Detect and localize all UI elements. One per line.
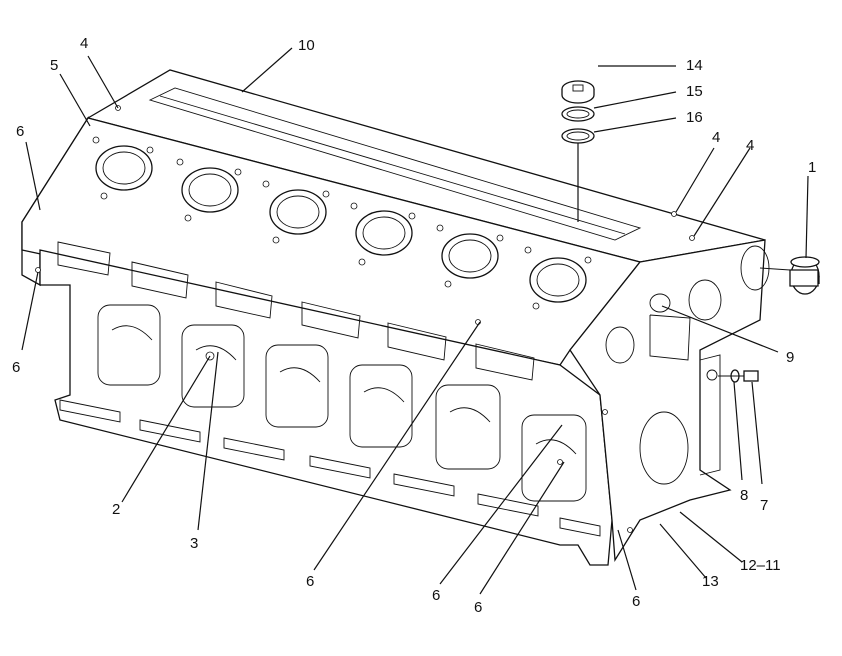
callout-14: 14	[686, 57, 703, 74]
leader-lines	[21, 47, 809, 595]
callout-9: 9	[786, 349, 794, 366]
crankcase-openings	[97, 304, 587, 502]
right-end-details	[605, 245, 770, 485]
callout-6-top-left: 6	[16, 123, 24, 140]
bolt-7	[718, 370, 759, 382]
callout-8: 8	[740, 487, 748, 504]
callout-15: 15	[686, 83, 703, 100]
callout-labels: 10 4 5 6 6 14 15 16 4 4 1 9 8 7 2 3 6 6 …	[12, 35, 816, 616]
cover-plug-1	[789, 256, 820, 295]
engine-block	[21, 69, 770, 566]
callout-12-11: 12–11	[740, 557, 781, 574]
mounting-feet	[59, 399, 601, 537]
callout-6-left: 6	[12, 359, 20, 376]
callout-4-mid: 4	[712, 129, 720, 146]
callout-1: 1	[808, 159, 816, 176]
cylinder-bores	[95, 145, 587, 303]
callout-2: 2	[112, 501, 120, 518]
upper-side-windows	[57, 241, 535, 381]
callout-3: 3	[190, 535, 198, 552]
cylinder-bore-5	[441, 233, 499, 279]
callout-4-left: 4	[80, 35, 88, 52]
cylinder-bore-4	[355, 210, 413, 256]
seal-ring-15	[561, 106, 595, 122]
cylinder-bore-3	[269, 189, 327, 235]
callout-6-bottom-4: 6	[632, 593, 640, 610]
callout-5: 5	[50, 57, 58, 74]
callout-6-bottom-1: 6	[306, 573, 314, 590]
top-deck-rail	[148, 87, 642, 241]
cylinder-bore-6	[529, 257, 587, 303]
cylinder-bore-2	[181, 167, 239, 213]
callout-4-right: 4	[746, 137, 754, 154]
callout-13: 13	[702, 573, 719, 590]
block-right-end-housing	[569, 239, 766, 563]
callout-6-bottom-3: 6	[474, 599, 482, 616]
deck-bolt-holes	[35, 105, 695, 533]
callout-6-bottom-2: 6	[432, 587, 440, 604]
callout-10: 10	[298, 37, 315, 54]
callout-16: 16	[686, 109, 703, 126]
callout-7: 7	[760, 497, 768, 514]
cylinder-bore-1	[95, 145, 153, 191]
plug-14	[561, 80, 595, 104]
